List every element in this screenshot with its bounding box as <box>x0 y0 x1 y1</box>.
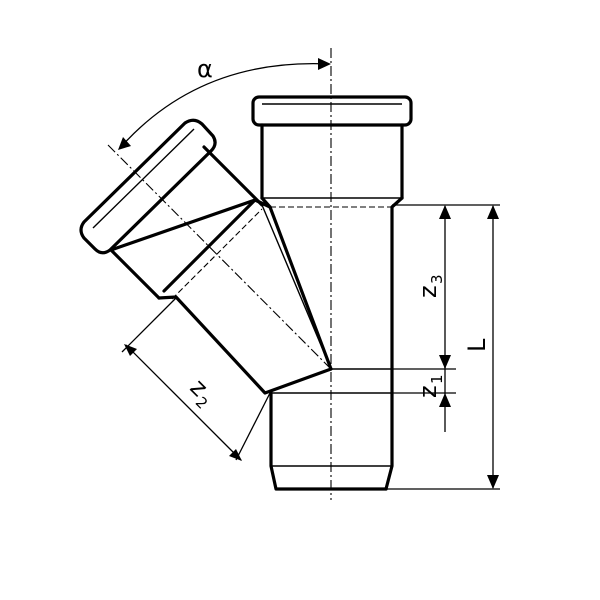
z3-label: z <box>414 285 442 298</box>
vertical-dimensions: z 3 z 1 L <box>386 204 500 490</box>
branch-socket-ring-inner-line <box>92 128 195 229</box>
z3-arrow-top <box>439 205 451 219</box>
top-socket-ring <box>251 95 413 127</box>
main-pipe-lower-left <box>269 391 388 491</box>
length-arrow-bottom <box>487 475 499 489</box>
branch-pipe-wall-top <box>261 204 332 370</box>
z2-dimension-line <box>125 344 242 461</box>
branch-axis-centerline <box>107 144 332 370</box>
branch-inner-dash <box>171 208 263 300</box>
z1-label-subscript: 1 <box>428 374 446 384</box>
z2-extension-2 <box>235 392 271 461</box>
angle-arc <box>119 62 330 149</box>
z2-arrow-end <box>229 449 242 461</box>
z2-arrow-start <box>124 344 137 356</box>
length-label: L <box>463 338 491 352</box>
branch-socket-body <box>109 145 264 300</box>
top-socket-body <box>260 123 404 200</box>
branch-shoulder-line <box>162 198 257 293</box>
z3-label-subscript: 3 <box>428 274 446 284</box>
z1-label: z <box>414 385 442 398</box>
main-pipe <box>251 95 413 491</box>
length-arrow-top <box>487 205 499 219</box>
angle-dimension: α <box>118 55 331 150</box>
z1-arrow-bottom <box>439 393 451 407</box>
main-pipe-right <box>384 196 404 491</box>
branch-socket-ring <box>79 118 217 255</box>
angle-arrow-right <box>318 58 331 70</box>
branch-pipe <box>79 118 333 395</box>
z2-extension-1 <box>121 297 177 353</box>
angle-label: α <box>197 55 213 83</box>
angle-arrow-left <box>118 137 131 150</box>
z2-dimension: z 2 <box>121 297 271 461</box>
branch-body-lower <box>157 295 333 395</box>
